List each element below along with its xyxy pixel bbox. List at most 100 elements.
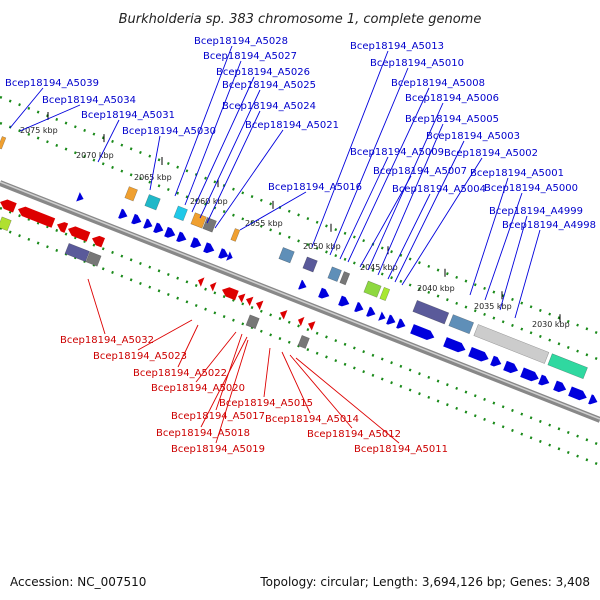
reverse-leader-line <box>289 354 353 429</box>
forward-gene-label: Bcep18194_A5027 <box>203 51 297 62</box>
reverse-leader-line <box>215 339 249 444</box>
feature-box <box>173 205 188 222</box>
forward-gene <box>490 355 502 367</box>
feature-box <box>245 314 260 330</box>
forward-leader-line <box>239 191 307 231</box>
reverse-gene <box>18 206 56 228</box>
forward-gene-label: Bcep18194_A5013 <box>350 41 444 52</box>
feature-box <box>327 266 342 282</box>
forward-gene-label: Bcep18194_A5021 <box>245 120 339 131</box>
reverse-leader-line <box>263 347 271 398</box>
forward-gene <box>298 279 307 290</box>
feature-box <box>473 324 550 364</box>
forward-leader-line <box>401 157 483 286</box>
feature-box <box>302 256 318 273</box>
reverse-gene-label: Bcep18194_A5017 <box>171 411 265 422</box>
feature-box <box>547 353 588 380</box>
forward-leader-line <box>367 102 444 271</box>
reverse-gene <box>56 222 69 233</box>
forward-gene <box>118 208 128 219</box>
forward-gene-label: Bcep18194_A5004 <box>392 184 486 195</box>
feature-box <box>363 280 382 298</box>
accession-text: Accession: NC_007510 <box>10 575 147 589</box>
forward-gene <box>468 346 489 362</box>
forward-gene <box>338 295 350 307</box>
reverse-gene <box>238 293 246 303</box>
forward-gene <box>143 218 153 229</box>
forward-gene-label: Bcep18194_A5016 <box>268 182 362 193</box>
gene-features <box>0 136 598 405</box>
reverse-gene <box>308 321 316 331</box>
forward-leader-line <box>329 67 409 256</box>
feature-box <box>144 194 161 211</box>
scale-tick-label: 2075 kbp <box>20 126 58 135</box>
forward-gene-label: Bcep18194_A5001 <box>470 168 564 179</box>
genome-backbone <box>0 180 600 423</box>
reverse-leader-line <box>87 278 106 335</box>
forward-leader-line <box>377 123 444 276</box>
reverse-gene <box>210 282 217 292</box>
forward-gene <box>218 248 229 259</box>
reverse-gene <box>222 287 239 301</box>
feature-box <box>0 216 12 232</box>
scale-tick-label: 2065 kbp <box>134 173 172 182</box>
feature-box <box>278 247 295 264</box>
forward-leader-line <box>339 156 389 260</box>
genome-backbone-highlight <box>0 181 600 420</box>
reverse-gene <box>280 310 288 320</box>
forward-leader-line <box>184 60 242 206</box>
reverse-gene-label: Bcep18194_A5019 <box>171 444 265 455</box>
reverse-gene <box>297 316 305 327</box>
forward-gene-label: Bcep18194_A4998 <box>502 220 596 231</box>
forward-gene <box>226 251 233 261</box>
scale-tick-label: 2050 kbp <box>303 242 341 251</box>
forward-leader-line <box>149 135 161 191</box>
reverse-leader-line <box>177 324 199 368</box>
map-title: Burkholderia sp. 383 chromosome 1, compl… <box>119 12 482 27</box>
reverse-gene-label: Bcep18194_A5018 <box>156 428 250 439</box>
forward-leader-line <box>199 89 261 219</box>
reverse-gene-label: Bcep18194_A5014 <box>265 414 359 425</box>
reverse-leader-line <box>281 351 311 414</box>
reverse-leader-line <box>295 357 400 444</box>
forward-gene-label: Bcep18194_A5008 <box>391 78 485 89</box>
forward-gene-label: Bcep18194_A5024 <box>222 101 316 112</box>
forward-gene-label: Bcep18194_A5000 <box>484 183 578 194</box>
forward-leader-line <box>347 87 430 263</box>
forward-gene <box>538 374 550 386</box>
feature-box <box>0 136 7 150</box>
feature-box <box>64 243 90 262</box>
scale-tick-label: 2045 kbp <box>360 263 398 272</box>
forward-leader-line <box>174 45 233 197</box>
forward-gene-label: Bcep18194_A5034 <box>42 95 136 106</box>
reverse-gene-label: Bcep18194_A5022 <box>133 368 227 379</box>
reverse-leader-line <box>195 331 237 383</box>
reverse-gene <box>246 296 254 307</box>
forward-gene-label: Bcep18194_A5006 <box>405 93 499 104</box>
forward-gene <box>553 380 567 393</box>
feature-box <box>297 335 310 349</box>
gene-labels: Bcep18194_A5039Bcep18194_A5034Bcep18194_… <box>5 36 596 455</box>
forward-leader-line <box>191 76 255 213</box>
reverse-gene <box>197 277 205 287</box>
forward-gene-label: Bcep18194_A5002 <box>444 148 538 159</box>
forward-leader-line <box>387 193 431 280</box>
reverse-gene-label: Bcep18194_A5012 <box>307 429 401 440</box>
dotted-track <box>0 206 600 447</box>
feature-box <box>379 286 391 301</box>
forward-gene <box>386 314 396 325</box>
forward-gene <box>318 287 330 299</box>
genome-summary-text: Topology: circular; Length: 3,694,126 bp… <box>260 575 590 589</box>
forward-leader-line <box>214 129 284 229</box>
scale-tick-label: 2040 kbp <box>417 284 455 293</box>
forward-leader-line <box>499 215 528 311</box>
forward-gene-label: Bcep18194_A5003 <box>426 131 520 142</box>
forward-gene-label: Bcep18194_A5030 <box>122 126 216 137</box>
forward-gene-label: Bcep18194_A5026 <box>216 67 310 78</box>
forward-gene-label: Bcep18194_A5031 <box>81 110 175 121</box>
feature-box <box>448 314 474 335</box>
forward-gene <box>153 222 164 233</box>
forward-gene-label: Bcep18194_A5010 <box>370 58 464 69</box>
feature-box <box>339 271 351 286</box>
